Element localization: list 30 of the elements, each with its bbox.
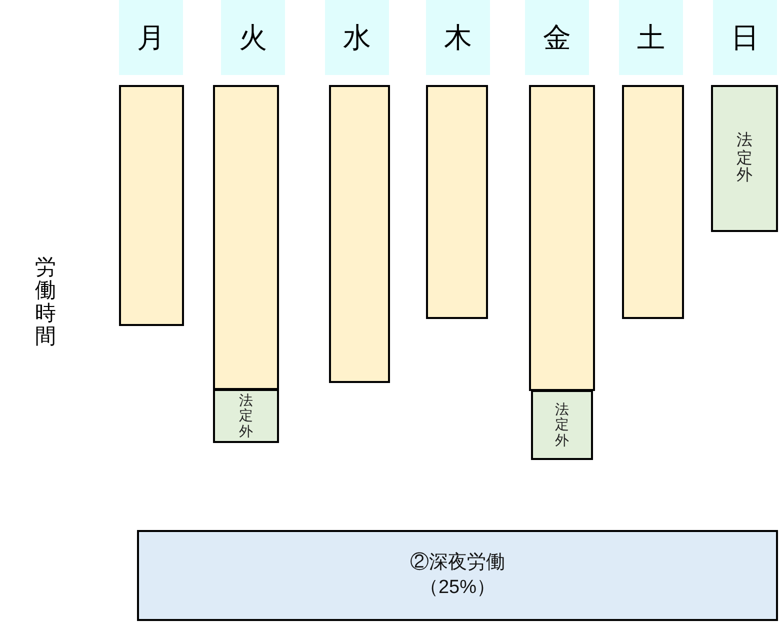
overtime-block: [531, 390, 593, 460]
day-label: 火: [239, 24, 267, 52]
day-header: [426, 0, 490, 75]
day-label: 日: [731, 24, 759, 52]
axis-label: 労働時間: [35, 256, 56, 348]
work-hours-bar: [529, 85, 595, 391]
overtime-label: 法定外: [736, 132, 752, 185]
band-title: ②深夜労働: [410, 550, 505, 575]
day-header: [119, 0, 183, 75]
day-label: 水: [343, 24, 371, 52]
day-label: 土: [637, 24, 665, 52]
work-hours-bar: [213, 85, 279, 390]
overtime-label: 法定外: [239, 392, 253, 440]
day-label: 金: [543, 24, 571, 52]
day-label: 木: [444, 24, 472, 52]
night-work-band: [137, 530, 778, 621]
day-header: [525, 0, 589, 75]
work-hours-bar: [426, 85, 488, 319]
day-header: [221, 0, 285, 75]
band-note: （25%）: [419, 576, 496, 600]
overtime-block: [213, 389, 279, 443]
day-header: [619, 0, 683, 75]
day-header: [713, 0, 777, 75]
day-label: 月: [137, 24, 165, 52]
day-header: [325, 0, 389, 75]
work-hours-bar: [622, 85, 684, 319]
overtime-label: 法定外: [555, 402, 569, 448]
work-hours-bar: [119, 85, 184, 326]
overtime-block: [711, 85, 778, 232]
work-hours-bar: [329, 85, 390, 383]
